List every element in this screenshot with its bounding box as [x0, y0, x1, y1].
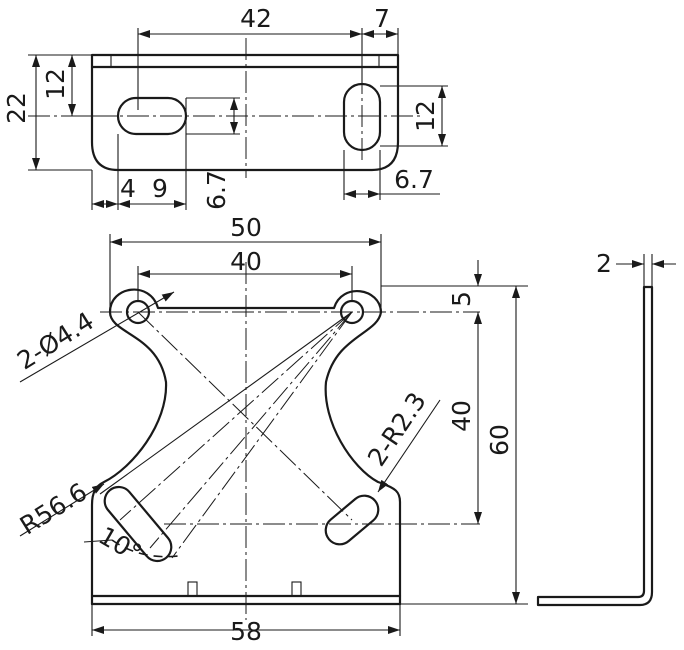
dim-text-6.7-slot: 6.7 — [202, 170, 231, 210]
dim-text-22: 22 — [2, 92, 31, 124]
front-view-outline — [90, 288, 402, 598]
side-view: 2 — [536, 249, 676, 607]
leader-hole-dia — [19, 291, 175, 383]
dim-text-58: 58 — [230, 617, 262, 646]
leader-angle — [83, 539, 113, 543]
front-view-diagonal-1 — [137, 311, 353, 521]
leader-slot-radius — [377, 399, 441, 493]
front-view-slot-right — [324, 494, 380, 546]
front-view-diagonal-4 — [171, 311, 353, 559]
dim-text-5: 5 — [447, 291, 476, 307]
front-view-tab-right — [291, 581, 302, 597]
dim-text-slots: 2-R2.3 — [362, 387, 432, 471]
top-view-outline — [90, 53, 400, 172]
dim-text-40-vertical: 40 — [447, 400, 476, 432]
front-view-diagonal-3 — [149, 311, 353, 549]
dim-text-12-right: 12 — [411, 100, 440, 132]
top-view: 42 7 22 12 12 4 9 6.7 6.7 — [2, 4, 448, 210]
dim-text-6.7-right: 6.7 — [394, 165, 434, 194]
dim-text-42: 42 — [240, 4, 272, 33]
front-view-tab-left — [187, 581, 198, 597]
front-view-diagonal-2 — [119, 311, 353, 521]
front-view-radius-leader — [99, 311, 353, 495]
dim-text-angle: 10° — [94, 521, 147, 568]
dim-text-9: 9 — [152, 174, 168, 203]
dim-text-50: 50 — [230, 213, 262, 242]
front-view-slot-left — [103, 485, 173, 563]
dim-text-4: 4 — [120, 174, 136, 203]
front-view: 50 40 2-Ø4.4 5 40 60 2-R2.3 R56.6 10° 58 — [12, 213, 528, 646]
leader-radius — [19, 483, 105, 537]
dim-text-60: 60 — [485, 424, 514, 456]
front-view-hidden-arc — [111, 539, 179, 558]
dim-text-12-left: 12 — [41, 68, 70, 100]
side-view-profile — [536, 285, 654, 607]
dim-text-holes: 2-Ø4.4 — [12, 306, 99, 375]
dim-text-40-horizontal: 40 — [230, 247, 262, 276]
dim-text-2: 2 — [596, 249, 612, 278]
dim-text-radius: R56.6 — [15, 477, 92, 540]
dim-text-7: 7 — [374, 4, 390, 33]
